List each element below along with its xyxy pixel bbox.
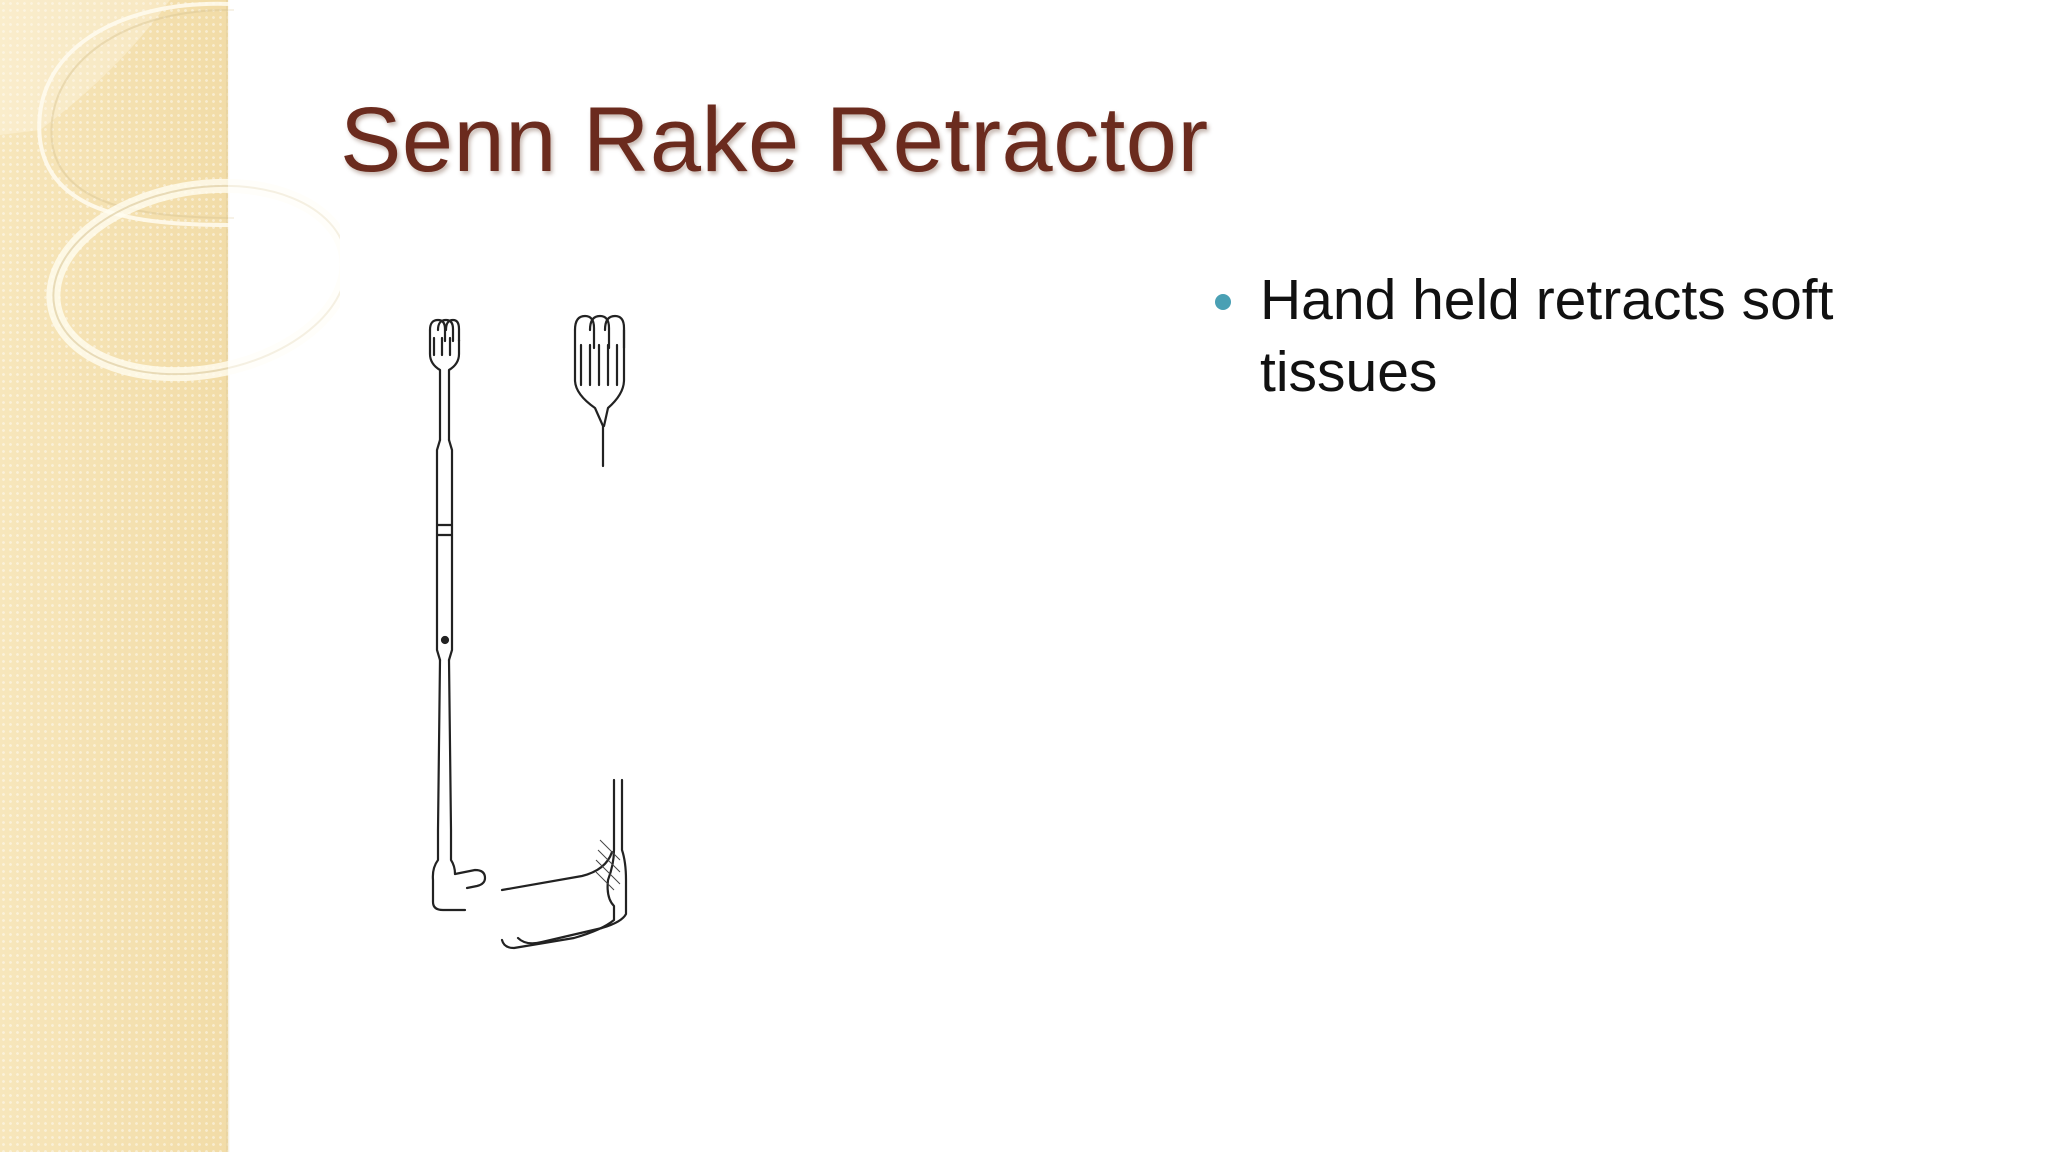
side-panel-edge [226, 0, 230, 1152]
slide-title: Senn Rake Retractor [340, 89, 1209, 191]
bullet-text: Hand held retracts soft tissues [1260, 268, 1834, 404]
decorative-rings-icon [0, 0, 340, 400]
bullet-item: Hand held retracts soft tissues [1215, 264, 1975, 408]
bullet-dot-icon [1215, 294, 1231, 310]
bullet-list: Hand held retracts soft tissues [1215, 264, 1975, 408]
senn-rake-retractor-illustration [428, 314, 628, 950]
